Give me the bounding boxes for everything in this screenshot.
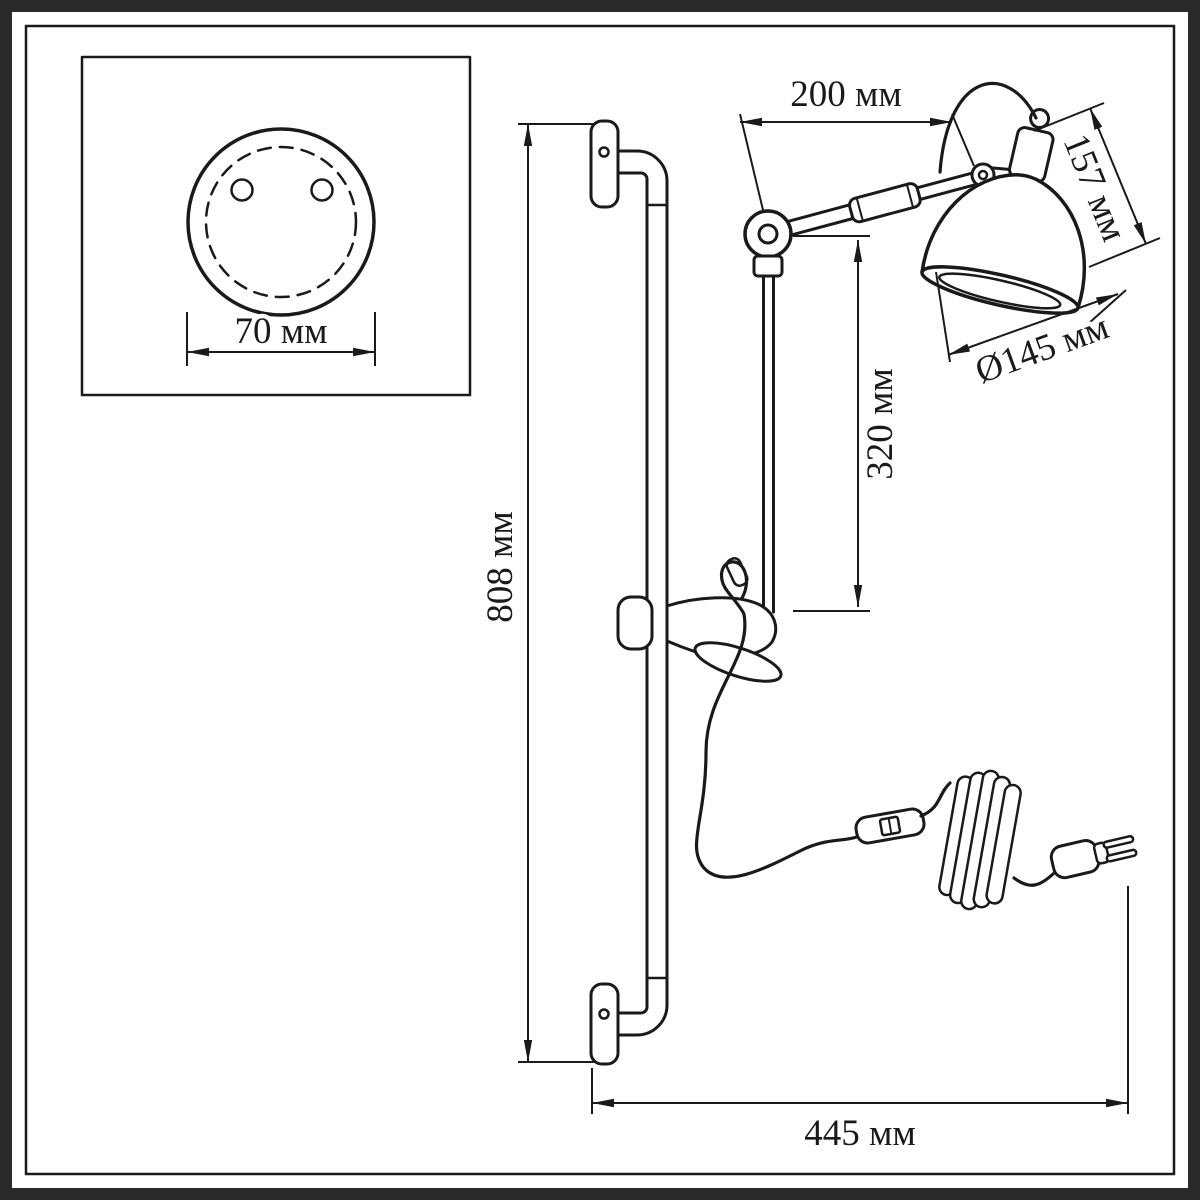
bar-outer-contour bbox=[616, 149, 669, 1037]
plug-prong-bottom bbox=[1105, 848, 1138, 863]
slider-handle bbox=[693, 641, 783, 683]
slider-lock-knob bbox=[616, 595, 654, 651]
head-cable-loop bbox=[938, 81, 1038, 174]
mount-hole-right bbox=[310, 178, 334, 202]
dimension-445: 445 мм bbox=[591, 886, 1129, 1159]
arm-rod2-top bbox=[915, 171, 973, 190]
mount-plate-dashed-circle bbox=[204, 145, 358, 299]
pivot-rod-clamp bbox=[752, 254, 784, 278]
turnbuckle-cap-right bbox=[905, 184, 915, 208]
bottom-plate-screw bbox=[598, 1008, 610, 1020]
mount-plate-outline bbox=[186, 127, 376, 317]
switch-rocker-divider bbox=[887, 817, 893, 835]
mount-hole-left bbox=[230, 178, 254, 202]
ext-line-157-bottom bbox=[1088, 237, 1161, 268]
arm-pivot-bolt bbox=[757, 223, 779, 245]
bottom-wall-plate bbox=[589, 982, 620, 1066]
slider-clamp-body bbox=[665, 596, 778, 659]
dim-label-445mm: 445 мм bbox=[804, 1113, 916, 1154]
dim-label-70mm: 70 мм bbox=[234, 311, 327, 352]
dim-label-200mm: 200 мм bbox=[790, 74, 902, 115]
inline-switch bbox=[854, 807, 926, 845]
dim-line-157 bbox=[1089, 107, 1147, 245]
coil-loop-5 bbox=[985, 783, 1022, 905]
power-plug bbox=[1049, 835, 1138, 880]
dim-label-808mm: 808 мм bbox=[480, 511, 521, 623]
ext-line-200-right bbox=[951, 113, 975, 167]
ext-line-157-top bbox=[1033, 102, 1105, 132]
arm-rod1-bottom bbox=[791, 217, 855, 237]
dimension-808: 808 мм bbox=[476, 123, 594, 1063]
dimension-320: 320 мм bbox=[793, 235, 906, 612]
arm-turnbuckle bbox=[848, 182, 922, 224]
cord-drop bbox=[694, 560, 859, 879]
ext-line-200-left bbox=[739, 113, 764, 211]
detail-box-border bbox=[80, 55, 472, 397]
turnbuckle-cap-left bbox=[855, 197, 864, 222]
slider-assembly bbox=[616, 274, 783, 683]
cord-switch-to-coil bbox=[919, 781, 952, 818]
power-cord-assembly bbox=[694, 560, 1138, 911]
arm-rod1-top bbox=[787, 203, 851, 223]
dimension-200: 200 мм bbox=[739, 70, 975, 211]
dim-line-145 bbox=[947, 293, 1119, 356]
cord-coil bbox=[938, 769, 1022, 911]
plug-prong-top bbox=[1102, 835, 1135, 849]
inner-frame bbox=[24, 24, 1176, 1176]
top-wall-plate bbox=[589, 119, 620, 209]
ext-line-145-left bbox=[935, 271, 951, 363]
dim-label-320mm: 320 мм bbox=[860, 368, 901, 480]
cord-coil-to-plug bbox=[1012, 872, 1055, 887]
head-hinge-bolt bbox=[977, 169, 989, 181]
top-plate-screw bbox=[598, 146, 610, 158]
bar-inner-contour bbox=[616, 171, 649, 1015]
slide-bar bbox=[589, 119, 669, 1066]
mount-plate-detail-box: 70 мм bbox=[80, 55, 472, 397]
arm-rod2-bottom bbox=[918, 183, 976, 201]
